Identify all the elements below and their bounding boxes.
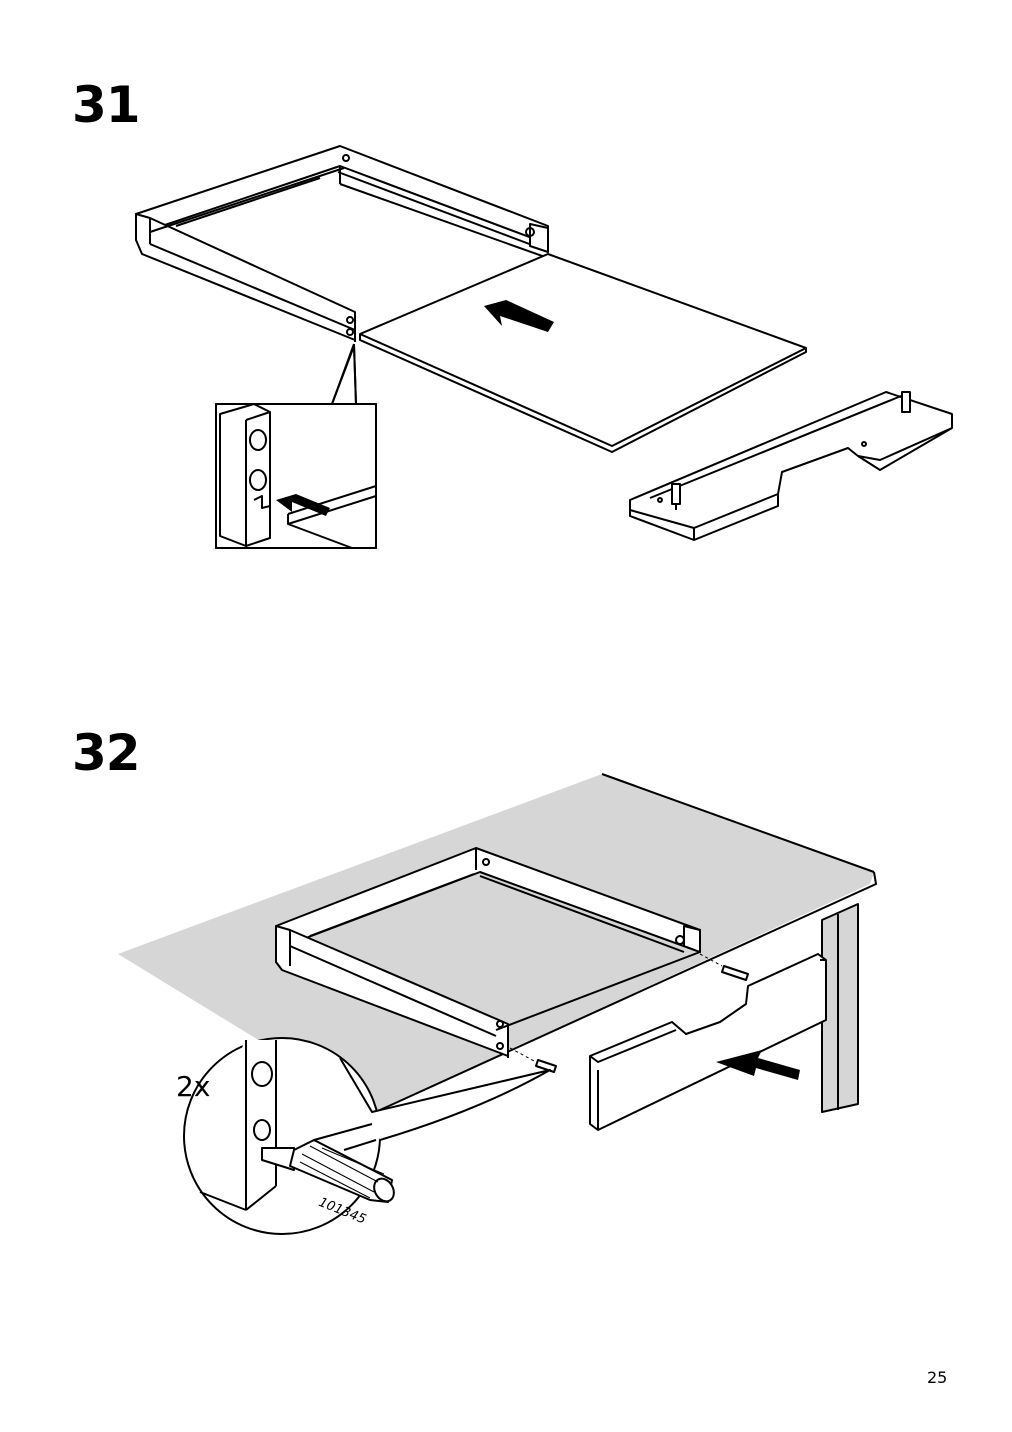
drawer-frame bbox=[135, 145, 549, 342]
drawer-front bbox=[629, 391, 953, 541]
dowel-pin-detail bbox=[289, 1139, 395, 1203]
detail-callout-31 bbox=[215, 345, 377, 549]
table-top bbox=[118, 774, 874, 1112]
table-leg bbox=[821, 903, 859, 1113]
detail-callout-32 bbox=[183, 1037, 551, 1235]
quantity-label: 2x bbox=[176, 1070, 211, 1103]
drawer-bottom-panel bbox=[359, 253, 807, 453]
drawer-frame-assembled bbox=[275, 847, 701, 1058]
step-32-number: 32 bbox=[72, 724, 141, 782]
insert-arrow-32 bbox=[716, 1050, 800, 1080]
insert-arrow bbox=[484, 300, 554, 332]
drawer-front-upright bbox=[589, 953, 827, 1131]
page-number: 25 bbox=[927, 1368, 948, 1387]
step-31-illustration bbox=[135, 145, 953, 549]
dowel-pins bbox=[535, 965, 749, 1073]
step-31-number: 31 bbox=[72, 76, 141, 134]
